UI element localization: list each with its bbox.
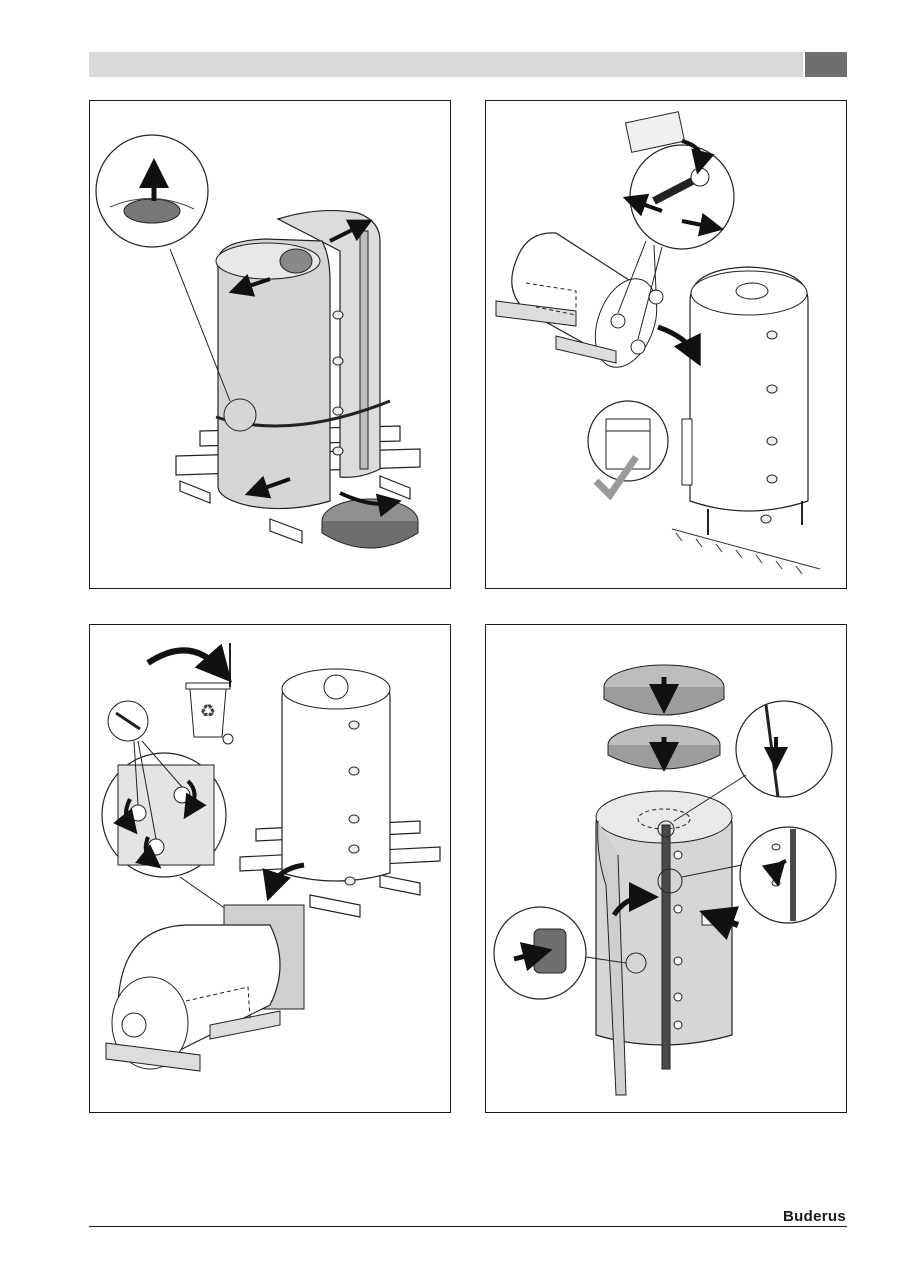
header-page-tab [805, 52, 847, 77]
footer-rule [89, 1226, 847, 1227]
detail-callout-seam-top [736, 701, 832, 797]
illustration-panel-dispose-packaging: ♻ [89, 624, 451, 1113]
top-cover [604, 665, 724, 715]
illustration-panel-remove-insulation [89, 100, 451, 589]
brand-logo: Buderus [783, 1208, 846, 1225]
floor-hatching [672, 529, 820, 574]
dispose-arrow [148, 650, 220, 669]
packaging-disposal-illustration: ♻ [90, 625, 452, 1114]
jacket-seam [662, 825, 670, 1069]
insulation-front-half [218, 239, 330, 509]
intermediate-cover [608, 725, 720, 769]
detail-callout-wrench [630, 145, 734, 249]
insulation-refit-illustration [486, 625, 848, 1114]
spirit-level [682, 419, 692, 485]
illustration-panel-install-feet [485, 100, 847, 589]
feet-installation-illustration [486, 101, 848, 590]
header-bar [89, 52, 803, 77]
insulation-removal-illustration [90, 101, 452, 590]
detail-callout-seam-side [740, 827, 836, 923]
svg-text:♻: ♻ [200, 701, 216, 722]
stand-up-arrow [658, 327, 694, 353]
illustration-panel-refit-insulation [485, 624, 847, 1113]
